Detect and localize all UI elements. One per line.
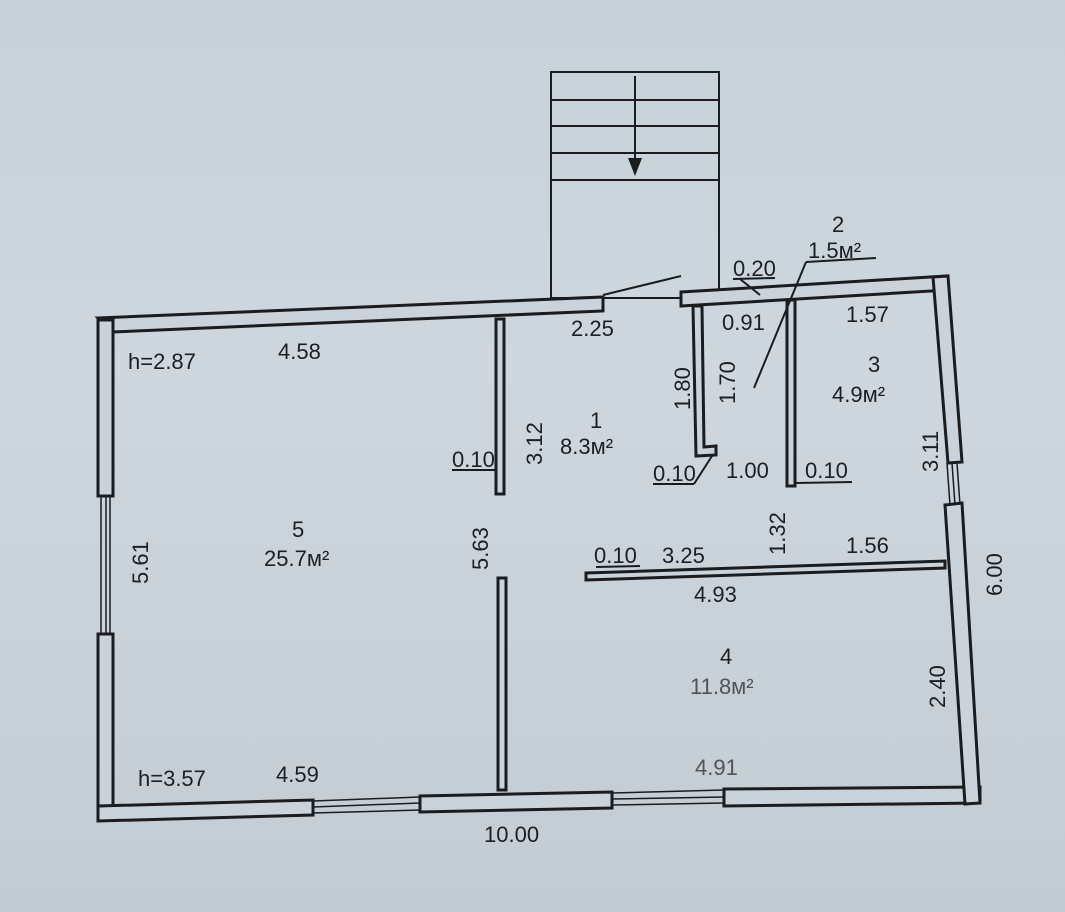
dim-overall-width: 10.00 (484, 822, 539, 847)
dim-room4-width-top: 4.93 (694, 582, 737, 607)
dim-closet-height-inner: 1.70 (715, 361, 740, 404)
dim-room4-right: 1.56 (846, 533, 889, 558)
dim-room5-height: 5.61 (128, 541, 153, 584)
room-2-area: 1.5м² (808, 238, 861, 263)
height-bottom: h=3.57 (138, 766, 206, 791)
dim-bottom-left-width: 4.59 (276, 762, 319, 787)
dim-room4-corridor: 3.25 (662, 543, 705, 568)
stair-arrow-icon (628, 158, 642, 176)
dim-partition-room3: 0.10 (805, 458, 848, 483)
dim-top-left-width: 4.58 (278, 339, 321, 364)
room-4-number: 4 (720, 644, 732, 669)
room-3-number: 3 (868, 352, 880, 377)
interior-partitions (494, 298, 947, 792)
dim-corridor-depth: 1.32 (765, 512, 790, 555)
window-bottom-left (312, 796, 421, 814)
dim-room3-width: 1.57 (846, 302, 889, 327)
window-bottom-right (611, 789, 725, 806)
outer-walls (94, 274, 982, 823)
room-3-area: 4.9м² (832, 382, 885, 407)
dim-room4-width-bottom: 4.91 (695, 755, 738, 780)
room-5-area: 25.7м² (264, 546, 329, 571)
dim-entrance-wall: 0.20 (733, 256, 776, 281)
dim-partition-height: 5.63 (468, 527, 493, 570)
room-5-number: 5 (292, 517, 304, 542)
dim-closet-width: 0.91 (722, 310, 765, 335)
leader-lines (452, 257, 877, 568)
labels: h=2.87 4.58 2.25 0.20 0.91 1.57 1.80 1.7… (128, 212, 1007, 847)
room-4-area: 11.8м² (690, 674, 754, 699)
dim-room3-height: 3.11 (918, 431, 943, 472)
dim-partition-room4: 0.10 (594, 543, 637, 568)
dim-corridor-width: 2.25 (571, 316, 614, 341)
window-right (946, 462, 961, 506)
dim-closet-height-outer: 1.80 (670, 367, 695, 410)
height-top: h=2.87 (128, 349, 196, 374)
dim-partition-left: 0.10 (452, 447, 495, 472)
dim-room4-height: 2.40 (925, 665, 950, 708)
dim-partition-closet: 0.10 (653, 461, 696, 486)
room-1-area: 8.3м² (560, 434, 613, 459)
room-1-number: 1 (590, 408, 602, 433)
dim-passage: 1.00 (726, 458, 769, 483)
entrance-stairs (550, 71, 720, 299)
dim-room1-height: 3.12 (522, 422, 547, 465)
room-2-number: 2 (832, 212, 844, 237)
entrance-door (602, 275, 682, 296)
dim-overall-height: 6.00 (982, 553, 1007, 596)
window-left (100, 496, 111, 634)
